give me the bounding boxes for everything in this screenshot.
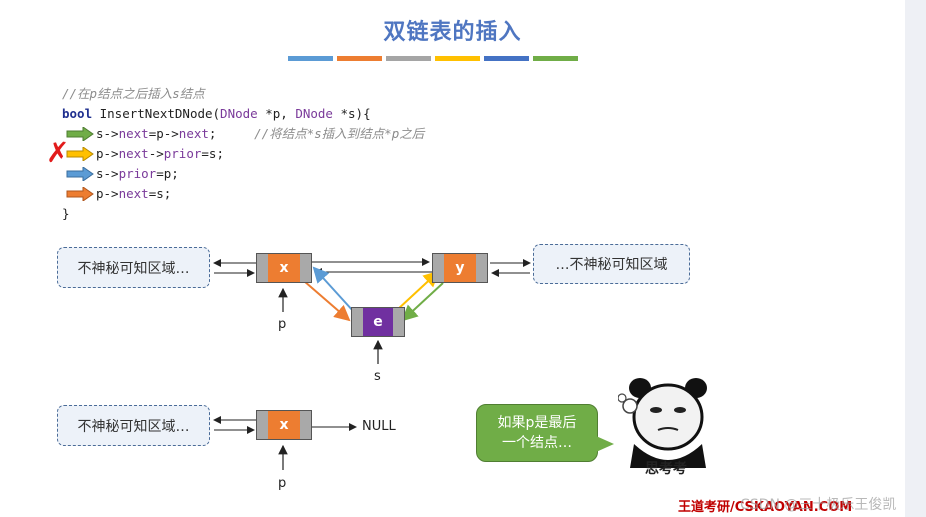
node-e-label: e [363,308,393,336]
unknown-region-left: 不神秘可知区域… [57,247,210,288]
bubble-line-1: 如果p是最后 [497,415,577,431]
code-line-3: s->prior=p; [96,166,179,181]
code-line-2: p->next->prior=s; [96,146,224,161]
next-field [300,254,311,282]
mascot-caption: 思考考 [645,461,687,477]
pointer-p-label: p [278,317,287,332]
color-bar [484,56,529,61]
next-field [300,411,311,439]
node-x-last: x [256,410,312,440]
prior-field [433,254,444,282]
color-bar [337,56,382,61]
color-bar [435,56,480,61]
next-field [393,308,404,336]
prior-field [352,308,363,336]
pointer-s-label: s [374,369,381,384]
unknown-region-left-2: 不神秘可知区域… [57,405,210,446]
color-bar [288,56,333,61]
slide-title: 双链表的插入 [383,20,522,45]
code-line-1: s->next=p->next; //将结点*s插入到结点*p之后 [96,126,425,141]
color-bar [386,56,431,61]
speech-bubble: 如果p是最后 一个结点… [476,404,598,462]
code-line-4: p->next=s; [96,186,172,201]
node-y-label: y [444,254,476,282]
node-x-label: x [268,411,300,439]
link-p-next-e [303,280,351,322]
next-field [476,254,487,282]
footer-watermark: CSDN @三十极乐王俊凯 [740,497,897,513]
color-bar [533,56,578,61]
pointer-p-label-2: p [278,476,287,491]
node-x: x [256,253,312,283]
prior-field [257,411,268,439]
bubble-line-2: 一个结点… [502,435,572,451]
code-close: } [62,206,70,221]
link-e-next [401,282,444,322]
error-x-icon: ✗ [46,136,70,169]
thinking-panda-icon [618,378,707,468]
footer-brand: 王道考研/CSKAOYAN.COM [678,500,853,515]
speech-bubble-tail [596,436,614,452]
diagram-connectors [213,258,531,470]
title-color-bars [288,56,578,61]
node-y: y [432,253,488,283]
step-arrow-blue-icon [66,167,94,181]
step-arrow-green-icon [66,127,94,141]
null-label: NULL [362,419,396,434]
step-arrow-orange-icon [66,187,94,201]
step-arrow-yellow-icon [66,147,94,161]
code-signature: bool InsertNextDNode(DNode *p, DNode *s)… [62,106,371,121]
unknown-region-right: …不神秘可知区域 [533,244,690,284]
link-e-prior [312,266,355,313]
right-margin-strip [905,0,926,517]
link-y-prior-e [396,270,440,311]
code-comment: //在p结点之后插入s结点 [62,86,205,101]
prior-field [257,254,268,282]
node-e: e [351,307,405,337]
code-block: //在p结点之后插入s结点 bool InsertNextDNode(DNode… [62,84,424,224]
node-x-label: x [268,254,300,282]
